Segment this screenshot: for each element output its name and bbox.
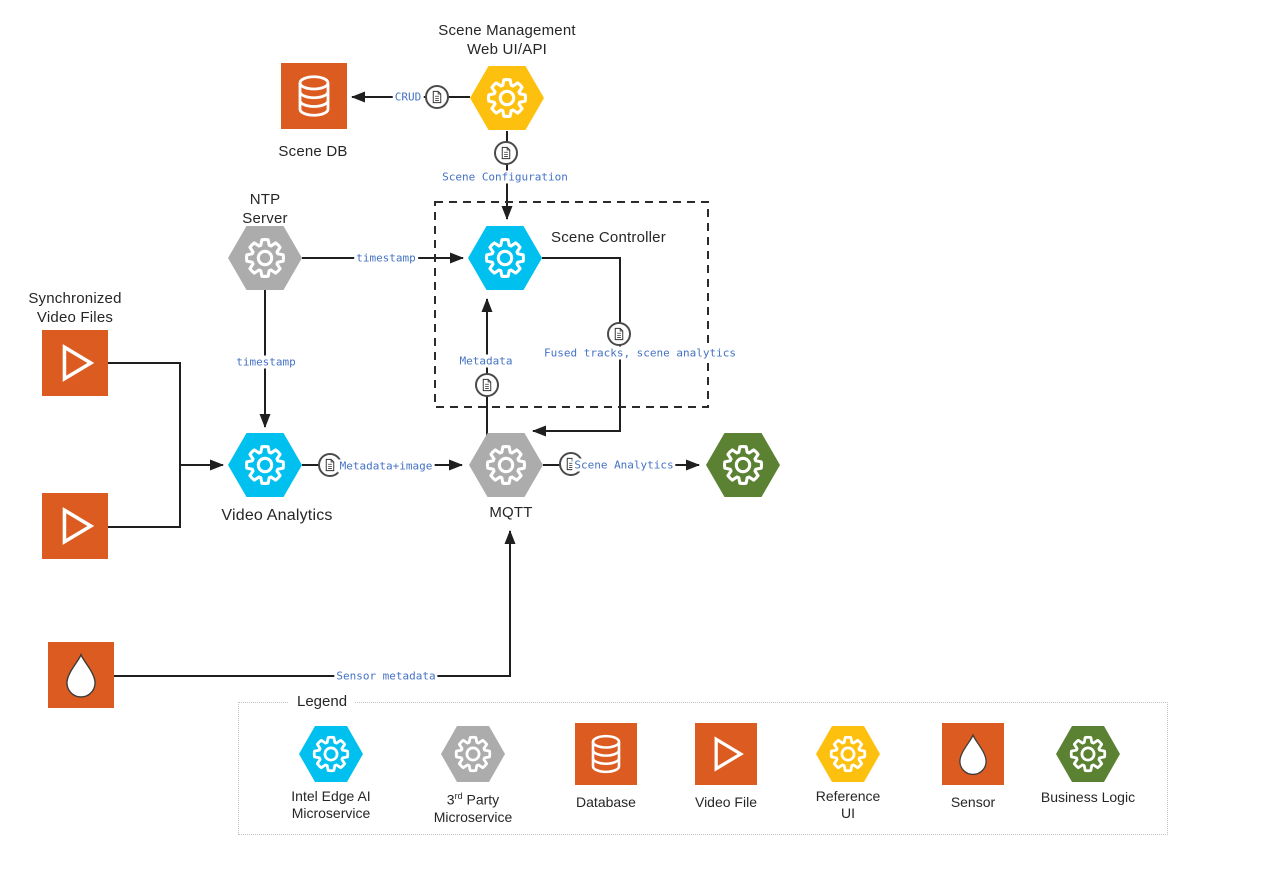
edge-label-timestamp-v: timestamp (234, 355, 298, 369)
gear-icon (487, 78, 527, 118)
legend-item-business-logic: Business Logic (1022, 726, 1154, 806)
node-video-file-2 (42, 493, 108, 559)
edge-label-crud: CRUD (392, 90, 424, 104)
node-sensor (48, 642, 114, 708)
edge-label-metadata-image: Metadata+image (337, 459, 435, 473)
node-video-file-1 (42, 330, 108, 396)
web-ui-title: Scene Management Web UI/API (438, 22, 576, 58)
sensor-drop-icon (942, 723, 1004, 785)
database-icon (575, 723, 637, 785)
edge-label-timestamp-h: timestamp (354, 251, 418, 265)
document-icon (475, 373, 499, 397)
database-icon (298, 75, 330, 117)
gear-icon (312, 735, 350, 773)
gear-icon (245, 445, 285, 485)
edge-label-scene-configuration: Scene Configuration (440, 170, 570, 184)
hexagon-gray (441, 726, 505, 782)
video-play-icon (695, 723, 757, 785)
edge-label-metadata: Metadata (457, 354, 515, 368)
ntp-server-label: NTP Server (242, 191, 288, 227)
gear-icon (245, 238, 285, 278)
document-icon (425, 85, 449, 109)
scene-controller-label: Scene Controller (551, 229, 666, 246)
mqtt-label: MQTT (489, 504, 533, 521)
legend-item-sensor: Sensor (907, 723, 1039, 811)
edge-label-sensor-metadata: Sensor metadata (334, 669, 438, 683)
scene-db-label: Scene DB (278, 143, 348, 160)
legend-item-video-file: Video File (660, 723, 792, 811)
gear-icon (485, 238, 525, 278)
edge-label-fused-tracks: Fused tracks, scene analytics (541, 346, 739, 360)
video-analytics-label: Video Analytics (221, 507, 333, 524)
video-files-label: Synchronized Video Files (28, 290, 122, 326)
legend-title: Legend (289, 693, 356, 710)
node-scene-db (281, 63, 347, 129)
sensor-drop-icon (66, 653, 96, 698)
gear-icon (486, 445, 526, 485)
gear-icon (723, 445, 763, 485)
document-icon (607, 322, 631, 346)
video-play-icon (62, 344, 95, 382)
hexagon-yellow (816, 726, 880, 782)
legend-item-database: Database (540, 723, 672, 811)
gear-icon (1069, 735, 1107, 773)
gear-icon (454, 735, 492, 773)
video-play-icon (62, 507, 95, 545)
edge-label-scene-analytics: Scene Analytics (572, 458, 676, 472)
gear-icon (829, 735, 867, 773)
document-icon (494, 141, 518, 165)
hexagon-green (1056, 726, 1120, 782)
hexagon-blue (299, 726, 363, 782)
